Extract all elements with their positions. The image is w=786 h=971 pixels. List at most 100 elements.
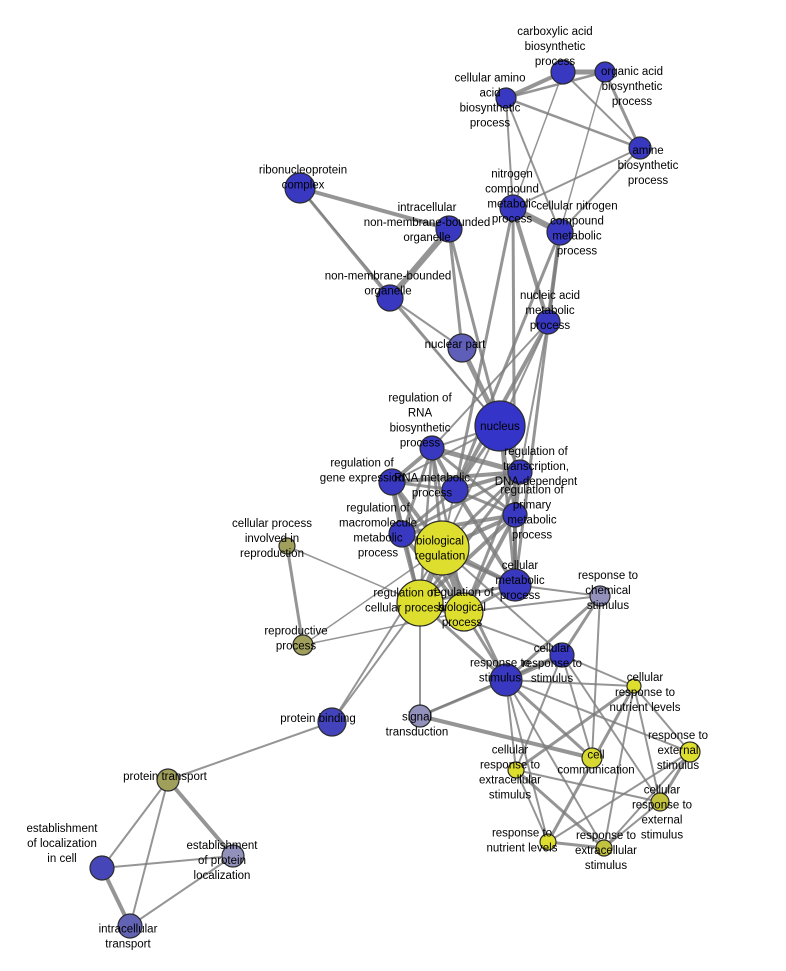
node-label: biosynthetic: [618, 160, 679, 172]
node-label: cellular nitrogen: [536, 201, 617, 213]
node-label: biosynthetic: [525, 41, 586, 53]
graph-node-caa[interactable]: [495, 87, 517, 109]
graph-node-am[interactable]: [628, 136, 652, 160]
graph-node-rcp[interactable]: [396, 579, 444, 627]
graph-node-nuc[interactable]: [474, 400, 526, 452]
node-label: external: [642, 815, 683, 827]
graph-node-pb[interactable]: [317, 707, 347, 737]
graph-node-crexs[interactable]: [650, 792, 670, 812]
node-label: process: [400, 438, 441, 450]
node-label: amine: [632, 145, 663, 157]
graph-node-rnl[interactable]: [539, 833, 557, 851]
graph-edge: [286, 545, 421, 604]
node-label: extracellular: [479, 775, 541, 787]
graph-node-crecs[interactable]: [507, 761, 525, 779]
graph-node-pt[interactable]: [156, 768, 180, 792]
node-label: nitrogen: [491, 169, 533, 181]
graph-edge: [504, 70, 607, 100]
graph-edge: [546, 840, 606, 850]
node-label: carboxylic acid: [517, 26, 592, 38]
graph-edge: [547, 751, 691, 843]
graph-node-rchem[interactable]: [589, 585, 611, 607]
graph-edge: [603, 70, 642, 150]
node-label: process: [512, 530, 553, 542]
graph-node-recs[interactable]: [595, 839, 613, 857]
node-label: process: [442, 617, 483, 629]
node-label: compound: [485, 184, 539, 196]
node-label: regulation of: [330, 458, 394, 470]
node-label: external: [658, 745, 699, 757]
node-label: nutrient levels: [487, 843, 558, 855]
node-label: regulation of: [373, 588, 437, 600]
node-label: primary: [513, 500, 552, 512]
node-label: gene expression: [320, 473, 404, 485]
node-label: ribonucleoprotein: [259, 165, 347, 177]
node-label: macromolecule: [339, 518, 417, 530]
graph-node-rge[interactable]: [378, 468, 406, 496]
graph-node-nam[interactable]: [535, 309, 561, 335]
graph-edge: [389, 297, 501, 427]
graph-edge: [453, 488, 517, 587]
graph-node-np[interactable]: [447, 333, 477, 363]
graph-node-rs[interactable]: [489, 663, 523, 697]
graph-edge: [447, 227, 502, 428]
graph-edge: [603, 801, 661, 849]
graph-edge: [298, 186, 451, 231]
graph-node-cmp[interactable]: [498, 568, 532, 602]
graph-edge: [513, 230, 562, 587]
graph-edge: [101, 855, 234, 869]
node-label: establishment: [187, 840, 259, 852]
node-label: process: [276, 641, 317, 653]
graph-node-rmm[interactable]: [388, 520, 416, 548]
graph-edge: [505, 97, 561, 233]
node-label: process: [412, 488, 453, 500]
graph-edge: [331, 602, 421, 723]
graph-node-it[interactable]: [117, 913, 143, 939]
graph-node-inmb[interactable]: [435, 215, 463, 243]
node-label: cellular process: [232, 518, 312, 530]
graph-node-epl[interactable]: [221, 844, 245, 868]
graph-node-cc[interactable]: [581, 747, 603, 769]
graph-node-br[interactable]: [414, 520, 470, 576]
graph-node-rnp[interactable]: [284, 172, 316, 204]
graph-node-cpir[interactable]: [278, 537, 296, 555]
graph-node-elc[interactable]: [89, 855, 115, 881]
node-label: reproductive: [264, 626, 327, 638]
graph-node-rpm[interactable]: [502, 502, 528, 528]
graph-edge: [101, 779, 169, 869]
graph-node-st[interactable]: [408, 704, 432, 728]
node-label: process: [530, 320, 571, 332]
graph-edge: [591, 595, 601, 759]
graph-edge: [519, 321, 549, 473]
node-label: organic acid: [601, 66, 663, 78]
graph-node-rnamp[interactable]: [441, 476, 469, 504]
node-label: regulation of: [346, 503, 410, 515]
graph-edge: [515, 769, 661, 803]
graph-edge: [167, 721, 333, 781]
node-label: reproduction: [240, 548, 304, 560]
node-label: complex: [282, 180, 325, 192]
graph-edge: [431, 321, 549, 449]
graph-node-ca[interactable]: [550, 59, 576, 85]
graph-node-rbp[interactable]: [444, 592, 484, 632]
graph-node-ncm[interactable]: [499, 194, 527, 222]
graph-node-repro[interactable]: [292, 634, 314, 656]
graph-node-crnl[interactable]: [626, 678, 642, 694]
graph-node-cncm[interactable]: [546, 218, 574, 246]
node-label: establishment: [27, 823, 99, 835]
graph-node-rrb[interactable]: [419, 435, 445, 461]
graph-node-oa[interactable]: [594, 61, 616, 83]
graph-node-rext[interactable]: [679, 741, 701, 763]
node-label: intracellular: [398, 202, 457, 214]
graph-edge: [400, 446, 434, 536]
graph-node-nmb[interactable]: [376, 284, 404, 312]
node-label: stimulus: [657, 760, 699, 772]
node-label: regulation of: [388, 393, 452, 405]
graph-node-crs[interactable]: [549, 642, 575, 668]
graph-edge: [504, 96, 642, 150]
node-label: metabolic: [353, 533, 402, 545]
graph-node-rtd[interactable]: [507, 459, 533, 485]
node-label: nuclear part: [425, 339, 487, 351]
graph-edge: [389, 297, 463, 349]
graph-edge: [429, 445, 523, 475]
